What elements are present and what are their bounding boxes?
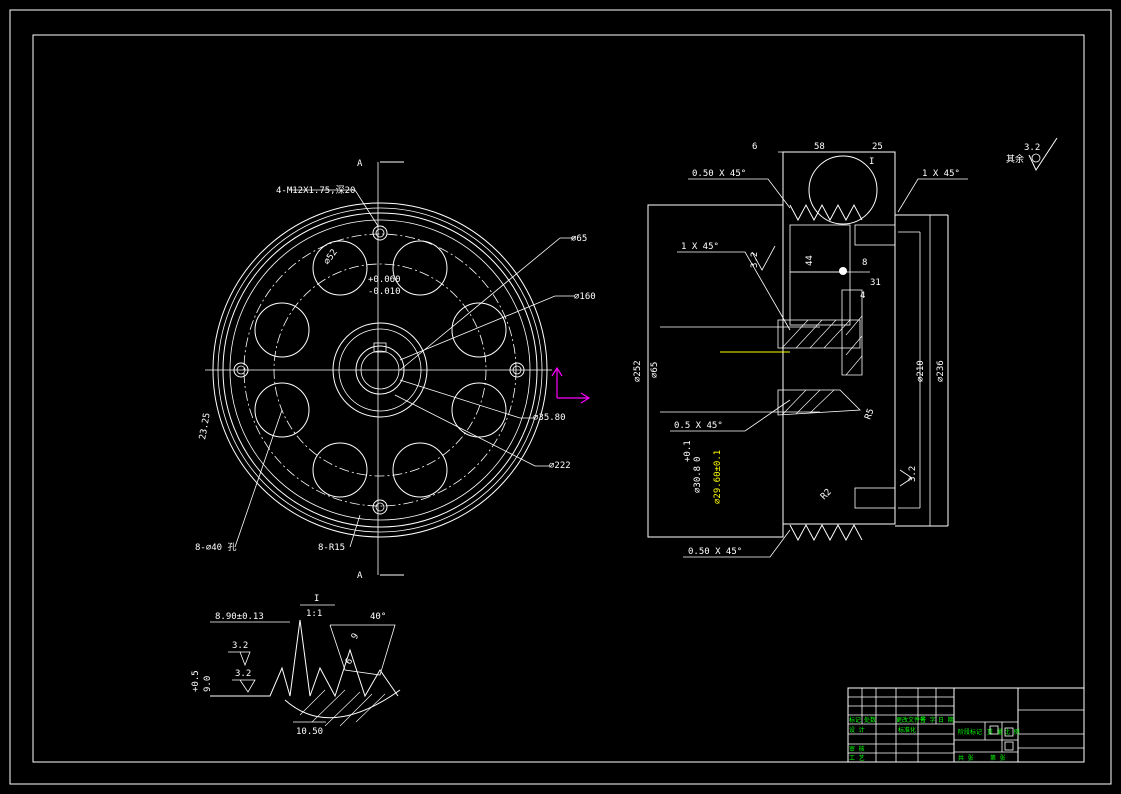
detail-scale: 1:1 (306, 609, 322, 619)
section-label-bottom: A (357, 571, 363, 581)
tb-cell-8: 重 量 (987, 728, 1003, 736)
chamfer-inner: 1 X 45° (681, 242, 719, 252)
dim-d65: ⌀65 (571, 234, 587, 244)
tb-cell-12: 共 张 (958, 754, 974, 762)
dim-d236: ⌀236 (936, 360, 946, 382)
detail-dim-9-0: 9.0 (203, 676, 213, 692)
dim-58: 58 (814, 142, 825, 152)
bolt-holes (233, 225, 525, 515)
roughness-side-a: 3.2 (750, 252, 760, 268)
dim-d210: ⌀210 (916, 360, 926, 382)
tb-cell-13: 第 张 (990, 754, 1006, 762)
lightening-holes (254, 240, 507, 498)
dim-d252: ⌀252 (633, 360, 643, 382)
section-label-top: A (357, 159, 363, 169)
chamfer-bottom: 0.50 X 45° (688, 547, 742, 557)
tb-cell-7: 阶段标记 (958, 728, 982, 736)
tol-plus-0-1: +0.1 (683, 440, 693, 462)
detail-dim-10-50: 10.50 (296, 727, 323, 737)
dim-8: 8 (862, 258, 867, 268)
inner-frame (32, 34, 1085, 763)
dim-d222: ⌀222 (549, 461, 571, 471)
holes-8-d40: 8-⌀40 孔 (195, 542, 237, 553)
tol-upper: +0.060 (368, 275, 401, 285)
chamfer-right-top: 1 X 45° (922, 169, 960, 179)
detail-tol-0-5: +0.5 (191, 670, 201, 692)
dim-44: 44 (805, 255, 815, 266)
tb-cell-0: 标记 (849, 716, 861, 724)
thread-holes-label: 4-M12X1.75,深20 (276, 185, 355, 196)
dim-d160: ⌀160 (574, 292, 596, 302)
roughness-note: 3.2 其余 (1006, 137, 1058, 172)
roughness-note-value: 3.2 (1024, 143, 1040, 153)
ucs-icon (551, 366, 591, 404)
tb-cell-4: 日 期 (938, 716, 954, 724)
dim-31: 31 (870, 278, 881, 288)
roughness-note-label: 其余 (1006, 153, 1024, 165)
dim-d65-side: ⌀65 (650, 362, 660, 378)
dim-d35-80: ⌀35.80 (533, 413, 566, 423)
detail-label: I (314, 594, 319, 604)
detail-dim-6: 6 (344, 657, 355, 667)
tb-cell-5: 设 计 (849, 726, 865, 734)
dim-d30-8: ⌀30.8 (693, 466, 703, 493)
detail-roughness-a: 3.2 (232, 641, 248, 651)
tb-cell-2: 更改文件号 (896, 716, 926, 724)
detail-angle-40: 40° (370, 612, 386, 622)
dim-6: 6 (752, 142, 757, 152)
chamfer-left-top: 0.50 X 45° (692, 169, 746, 179)
dim-r5: R5 (863, 407, 876, 421)
tol-lower: -0.010 (368, 287, 401, 297)
detail-dim-890: 8.90±0.13 (215, 612, 264, 622)
side-view: 6 58 25 I 0.50 X 45° 1 X 45° 1 X 45° 0.5… (633, 142, 968, 558)
tb-cell-3: 签 字 (920, 716, 936, 724)
tb-cell-9: 比 例 (1004, 728, 1020, 736)
tb-cell-11: 工 艺 (849, 754, 865, 762)
tb-cell-6: 标准化 (898, 726, 916, 734)
dim-d52: ⌀52 (322, 248, 340, 267)
outer-frame (9, 9, 1112, 785)
radius-8-r15: 8-R15 (318, 543, 345, 553)
tol-zero: 0 (693, 457, 703, 462)
dim-d29-60: ⌀29.60±0.1 (713, 450, 723, 504)
front-view: A A (195, 159, 596, 581)
roughness-side-b: 3.2 (908, 466, 918, 482)
dim-4: 4 (860, 291, 865, 301)
detail-ref: I (869, 157, 874, 167)
dim-r2: R2 (819, 487, 834, 502)
tb-cell-1: 处数 (864, 716, 876, 724)
detail-dim-9: 9 (350, 632, 361, 642)
dim-23-25: 23.25 (198, 412, 213, 440)
title-block: 标记 处数 更改文件号 签 字 日 期 设 计 标准化 阶段标记 重 量 比 例… (847, 687, 1085, 763)
dim-25: 25 (872, 142, 883, 152)
detail-view: I 1:1 8.90±0.13 40° 3.2 3.2 +0.5 9.0 10.… (191, 594, 401, 737)
tb-cell-10: 审 核 (849, 745, 865, 753)
detail-roughness-b: 3.2 (235, 669, 251, 679)
chamfer-mid: 0.5 X 45° (674, 421, 723, 431)
